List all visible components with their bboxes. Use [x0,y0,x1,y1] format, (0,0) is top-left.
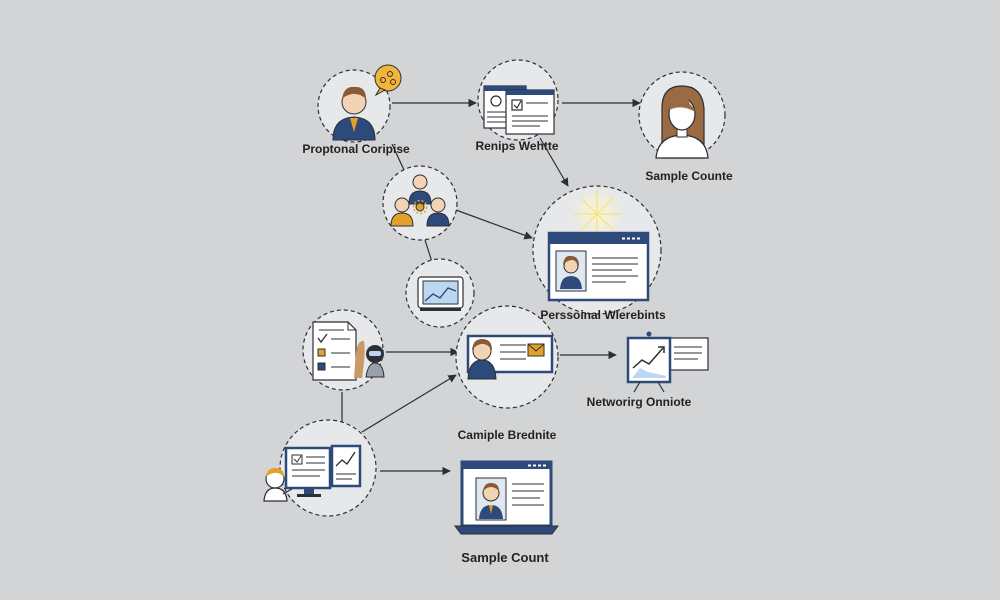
presentation-chart-icon [626,331,709,393]
team-network-icon [390,174,450,227]
profile-card-icon [466,334,554,380]
node-n5-label: Perssoinal Wlerebints [540,308,666,322]
node-n8-label: Camiple Brednite [458,428,557,442]
personal-website-icon [547,188,650,302]
resume-documents-icon [483,85,555,135]
desktop-analytics-icon [263,444,362,502]
node-n2-label: Renips Wehtte [475,139,558,153]
node-n1-label: Proptonal Coripise [302,142,410,156]
node-n11-label: Sample Count [461,550,549,565]
edge-n2-n5 [539,137,569,187]
edge-n10-n8 [361,374,457,433]
edge-n1-n4 [391,143,405,171]
woman-avatar-icon [655,85,709,159]
node-n3-label: Sample Counte [645,169,733,183]
checklist-icon [312,321,385,381]
connectors [341,98,641,476]
node-labels: Proptonal Coripise Renips Wehtte Sample … [302,139,733,565]
professional-person-icon [332,64,402,141]
node-n9-label: Networirg Onniote [587,395,692,409]
edge-n4-n5 [455,209,533,240]
laptop-profile-icon [454,460,559,535]
tablet-chart-icon [417,276,464,311]
edge-n4-n6 [424,239,433,263]
